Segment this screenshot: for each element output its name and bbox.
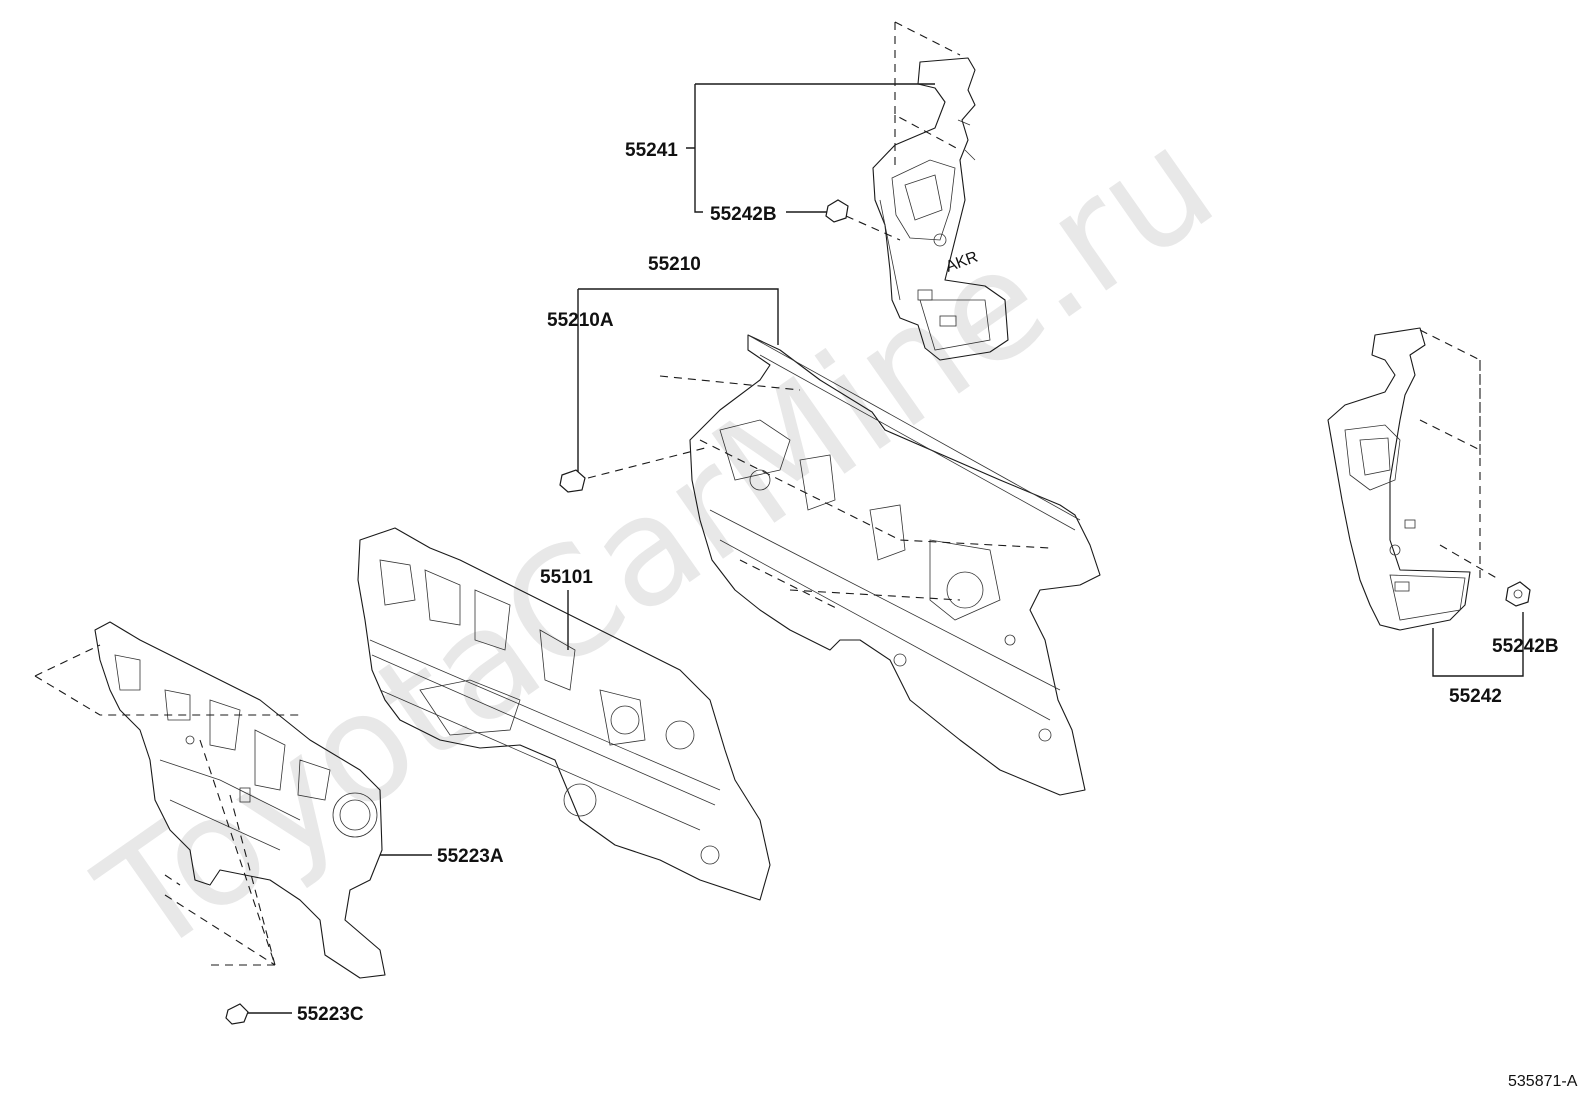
leader-55210 — [577, 288, 779, 480]
silencer-55223A — [94, 621, 386, 979]
bracket-55242 — [1327, 327, 1471, 631]
clip-55223C — [225, 1003, 249, 1025]
label-55210: 55210 — [648, 254, 701, 275]
cowl-panel-55210 — [689, 334, 1101, 796]
label-55242B-right: 55242B — [1492, 636, 1559, 657]
clip-55242B-top — [825, 199, 901, 241]
dashed-guide-55242 — [1419, 329, 1501, 581]
label-55242B-top: 55242B — [710, 204, 777, 225]
label-55241: 55241 — [625, 140, 678, 161]
dashed-guide-55210A — [587, 375, 801, 479]
dash-panel-55101 — [357, 527, 771, 901]
label-55223C: 55223C — [297, 1004, 364, 1025]
dashed-guide-55210 — [699, 439, 1051, 611]
label-55210A: 55210A — [547, 310, 614, 331]
dashed-guide-55223A — [34, 644, 300, 966]
label-55223A: 55223A — [437, 846, 504, 867]
bracket-55241: AKR — [872, 57, 1009, 361]
label-55242: 55242 — [1449, 686, 1502, 707]
leader-55241 — [686, 83, 935, 213]
figure-reference: 535871-A — [1508, 1073, 1578, 1090]
label-55101: 55101 — [540, 567, 593, 588]
clip-55242B-right — [1505, 581, 1531, 607]
clip-55210A — [559, 469, 586, 493]
leader-55242 — [1432, 612, 1524, 677]
dashed-guide-55241 — [894, 21, 961, 170]
